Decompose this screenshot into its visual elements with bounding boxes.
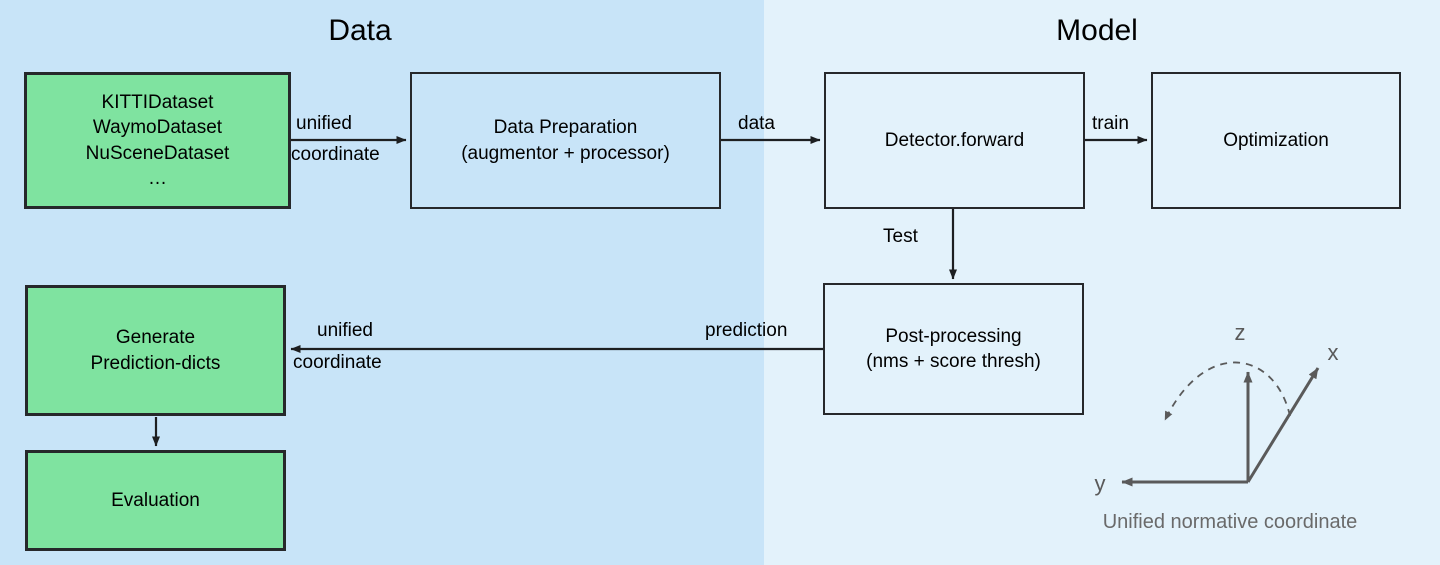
node-datasets: KITTIDataset WaymoDataset NuSceneDataset… (24, 72, 291, 209)
node-optimization: Optimization (1151, 72, 1401, 209)
node-post-processing: Post-processing (nms + score thresh) (823, 283, 1084, 415)
edge-label-prediction: prediction (705, 320, 788, 341)
panel-model-background (764, 0, 1440, 565)
panel-title-data: Data (328, 14, 392, 47)
edge-label-unified-bottom: unified (317, 320, 373, 341)
edge-label-unified-top: unified (296, 113, 352, 134)
panel-title-model: Model (1056, 14, 1138, 47)
edge-label-test: Test (883, 226, 918, 247)
coordinate-legend-caption: Unified normative coordinate (1102, 511, 1358, 533)
edge-label-coordinate-bottom: coordinate (293, 352, 382, 373)
node-data-preparation: Data Preparation (augmentor + processor) (410, 72, 721, 209)
edge-label-train: train (1092, 113, 1129, 134)
edge-label-coordinate-top: coordinate (291, 144, 380, 165)
node-detector-forward: Detector.forward (824, 72, 1085, 209)
edge-label-data: data (738, 113, 775, 134)
node-generate-prediction-dicts: Generate Prediction-dicts (25, 285, 286, 416)
node-evaluation: Evaluation (25, 450, 286, 551)
